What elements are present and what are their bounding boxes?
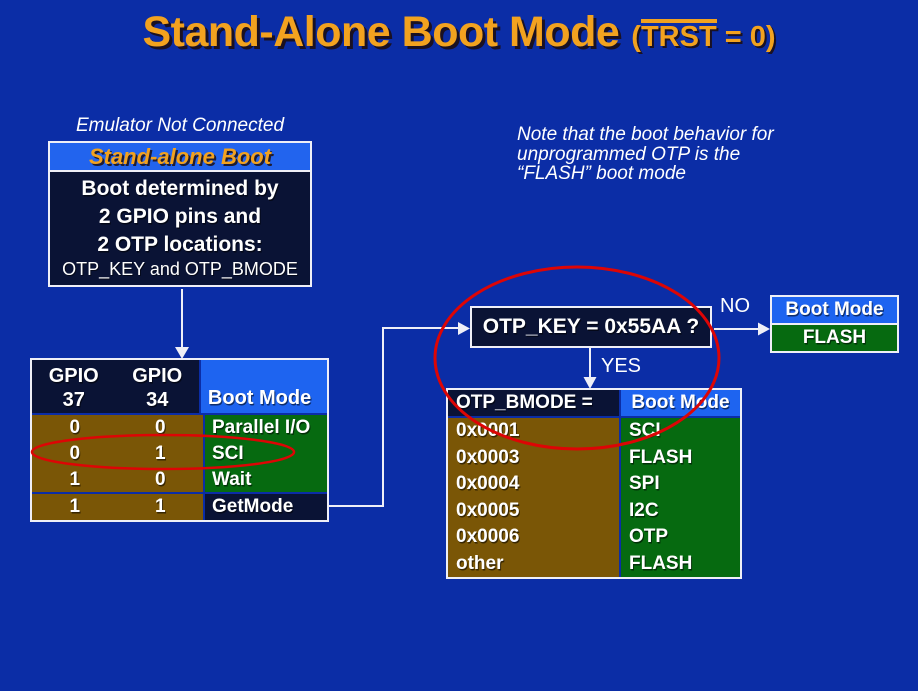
gpio37-value: 0: [69, 417, 81, 438]
boot-mode-cell: Parallel I/O: [203, 415, 327, 441]
arrow-right-icon: [458, 322, 470, 335]
no-branch-label: NO: [720, 295, 750, 317]
gpio34-value: 1: [154, 443, 166, 464]
note-line: Note that the boot behavior for: [517, 124, 774, 145]
gpio34-header-line2: 34: [146, 389, 169, 411]
yes-branch-label: YES: [601, 355, 642, 377]
gpio34-column-header: GPIO 34: [115, 360, 198, 413]
gpio-table-header-left: GPIO 37 GPIO 34: [32, 360, 199, 413]
table-row: 0x0004 SPI: [448, 471, 740, 498]
table-row: 0x0001 SCI: [448, 418, 740, 445]
gpio-table-header-row: GPIO 37 GPIO 34 Boot Mode: [32, 360, 327, 413]
bmode-value-cell: other: [448, 550, 619, 577]
flow-line-getmode-to-otpkey: [329, 327, 458, 507]
table-row: 0x0006 OTP: [448, 524, 740, 551]
boot-mode-cell: GetMode: [203, 494, 327, 520]
standalone-box-subline: OTP_KEY and OTP_BMODE: [62, 259, 298, 279]
flash-box-header: Boot Mode: [772, 297, 897, 323]
title-paren-close: = 0): [716, 21, 776, 53]
bmode-value-cell: 0x0006: [448, 524, 619, 551]
flash-boot-mode-box: Boot Mode FLASH: [770, 295, 899, 353]
bmode-value-cell: 0x0003: [448, 444, 619, 471]
standalone-box-line: Boot determined by: [81, 177, 279, 200]
title-trst-condition: (TRST = 0): [631, 19, 776, 54]
standalone-boot-box-header: Stand-alone Boot: [50, 143, 310, 172]
gpio37-value: 1: [69, 468, 81, 490]
boot-mode-cell: SPI: [619, 471, 740, 498]
standalone-boot-box-body: Boot determined by 2 GPIO pins and 2 OTP…: [50, 172, 310, 285]
boot-mode-cell: FLASH: [619, 444, 740, 471]
bmode-table-header-row: OTP_BMODE = Boot Mode: [448, 390, 740, 416]
bmode-header-left: OTP_BMODE =: [448, 390, 619, 416]
bmode-value-cell: 0x0004: [448, 471, 619, 498]
bmode-header-right: Boot Mode: [619, 390, 740, 416]
bmode-table-body: 0x0001 SCI 0x0003 FLASH 0x0004 SPI 0x000…: [448, 418, 740, 577]
emulator-not-connected-label: Emulator Not Connected: [75, 115, 285, 136]
boot-mode-cell: OTP: [619, 524, 740, 551]
note-line: unprogrammed OTP is the: [517, 143, 741, 165]
gpio34-header-line1: GPIO: [132, 365, 183, 387]
table-row: other FLASH: [448, 550, 740, 577]
gpio37-value: 1: [69, 496, 81, 517]
page-title: Stand-Alone Boot Mode (TRST = 0): [0, 8, 918, 57]
gpio37-header-line1: GPIO: [48, 365, 99, 387]
flash-box-value: FLASH: [772, 325, 897, 351]
standalone-boot-box: Stand-alone Boot Boot determined by 2 GP…: [48, 141, 312, 287]
bmode-value-cell: 0x0005: [448, 497, 619, 524]
gpio34-value: 1: [154, 496, 166, 517]
title-main: Stand-Alone Boot Mode: [142, 8, 620, 56]
gpio37-column-header: GPIO 37: [32, 360, 115, 413]
bmode-value-cell: 0x0001: [448, 418, 619, 445]
standalone-box-line: 2 OTP locations:: [97, 233, 263, 256]
note-line: “FLASH” boot mode: [517, 163, 686, 184]
otp-key-decision-box: OTP_KEY = 0x55AA ?: [470, 306, 712, 348]
trst-overline-text: TRST: [640, 19, 717, 53]
boot-mode-cell: Wait: [203, 467, 327, 492]
gpio34-value: 0: [154, 417, 166, 438]
gpio37-header-line2: 37: [62, 389, 85, 411]
boot-mode-cell: FLASH: [619, 550, 740, 577]
table-row: 0x0005 I2C: [448, 497, 740, 524]
otp-note-text: Note that the boot behavior for unprogra…: [517, 125, 837, 184]
arrow-right-icon: [758, 322, 770, 336]
boot-mode-cell: SCI: [203, 441, 327, 467]
table-row: 0x0003 FLASH: [448, 444, 740, 471]
otp-bmode-table: OTP_BMODE = Boot Mode 0x0001 SCI 0x0003 …: [446, 388, 742, 579]
gpio34-value: 0: [154, 468, 166, 490]
standalone-box-line: 2 GPIO pins and: [98, 205, 262, 228]
boot-mode-cell: SCI: [619, 418, 740, 445]
title-paren-open: (: [631, 21, 641, 53]
boot-mode-cell: I2C: [619, 497, 740, 524]
boot-mode-column-header: Boot Mode: [198, 360, 327, 413]
gpio37-value: 0: [69, 443, 81, 464]
